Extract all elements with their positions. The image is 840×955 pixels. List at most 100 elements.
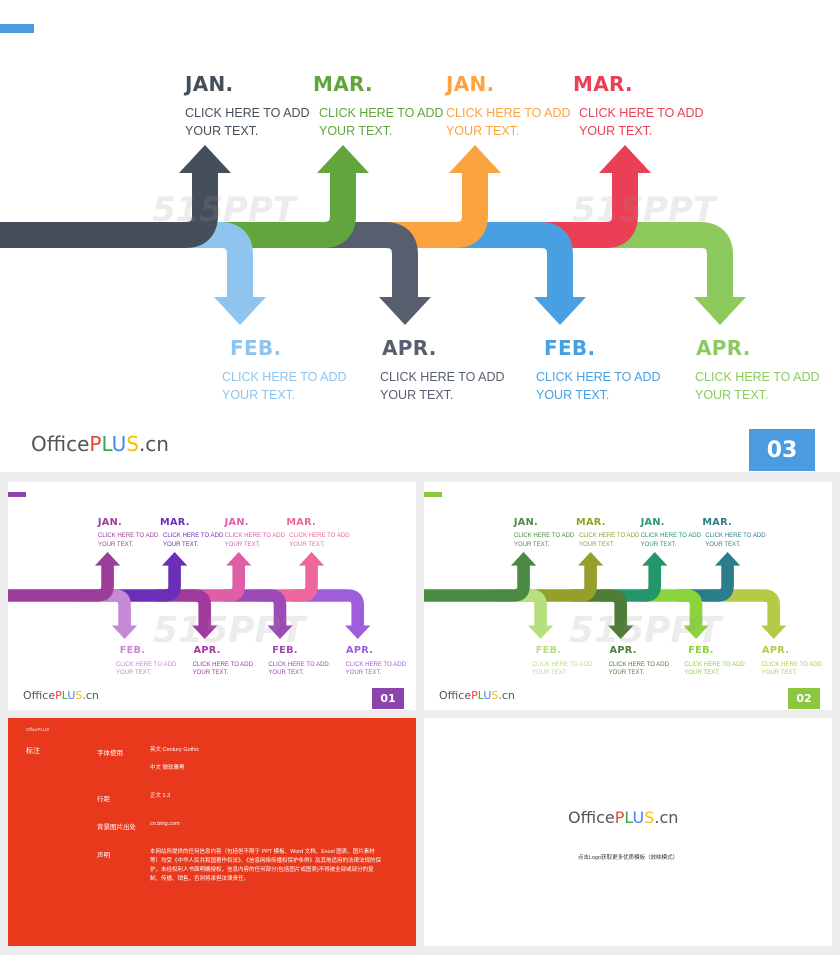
milestone-text[interactable]: CLICK HERE TO ADD: [578, 533, 640, 540]
milestone-label: MAR.: [286, 516, 317, 528]
milestone-label: MAR.: [576, 516, 606, 528]
milestone-text[interactable]: CLICK HERE TO ADD: [446, 106, 571, 120]
milestone-label: FEB.: [535, 645, 562, 657]
milestone-label: APR.: [346, 645, 374, 657]
officeplus-logo[interactable]: OfficePLUS.cn: [31, 432, 169, 456]
milestone-label: JAN.: [513, 516, 538, 528]
milestone-text[interactable]: CLICK HERE TO ADD: [345, 661, 406, 668]
timeline-arrow: [585, 222, 746, 325]
milestone-text[interactable]: YOUR TEXT.: [531, 670, 568, 677]
watermark: 515PPT: [152, 190, 297, 230]
milestone-label: FEB.: [119, 645, 146, 657]
timeline-arrow: [520, 145, 651, 248]
timeline-arrow: [445, 222, 586, 325]
milestone-text[interactable]: CLICK HERE TO ADD: [162, 533, 224, 540]
milestone-text[interactable]: YOUR TEXT.: [115, 670, 152, 677]
milestone-label: FEB.: [544, 336, 596, 360]
timeline-arrow: [708, 589, 787, 639]
milestone-label: JAN.: [185, 72, 234, 96]
timeline-graphic: [8, 552, 371, 639]
milestone-text[interactable]: YOUR TEXT.: [579, 124, 653, 138]
end-slide[interactable]: OfficePLUS.cn 点击Logo获取更多优质模板（放映模式）: [424, 718, 832, 946]
milestone-text[interactable]: YOUR TEXT.: [536, 388, 610, 402]
milestone-text[interactable]: YOUR TEXT.: [705, 542, 741, 549]
notes-slide[interactable]: OfficePLUS 标注 字体使用 英文 Century Gothic 中文 …: [8, 718, 416, 946]
milestone-text[interactable]: YOUR TEXT.: [640, 542, 677, 549]
timeline-arrow: [8, 552, 121, 602]
milestone-text[interactable]: CLICK HERE TO ADD: [380, 370, 505, 384]
timeline-arrow: [105, 552, 188, 602]
milestone-text[interactable]: CLICK HERE TO ADD: [705, 533, 766, 540]
timeline-arrow: [200, 145, 369, 248]
milestone-text[interactable]: YOUR TEXT.: [695, 388, 769, 402]
timeline-arrow: [494, 589, 554, 639]
milestone-text[interactable]: YOUR TEXT.: [268, 670, 304, 677]
milestone-text[interactable]: CLICK HERE TO ADD: [761, 661, 822, 668]
milestone-text[interactable]: YOUR TEXT.: [162, 542, 199, 549]
timeline-arrow: [292, 589, 371, 639]
timeline-arrow: [365, 145, 501, 248]
notes-key-disclaimer: 声明: [97, 852, 110, 859]
officeplus-logo[interactable]: OfficePLUS.cn: [23, 689, 99, 702]
top-accent-bar: [0, 24, 34, 33]
milestone-text[interactable]: CLICK HERE TO ADD: [531, 661, 593, 668]
milestone-text[interactable]: YOUR TEXT.: [761, 670, 798, 677]
milestone-text[interactable]: YOUR TEXT.: [446, 124, 520, 138]
milestone-label: JAN.: [224, 516, 249, 528]
milestone-text[interactable]: YOUR TEXT.: [192, 670, 229, 677]
top-accent-bar: [8, 492, 26, 497]
milestone-text[interactable]: CLICK HERE TO ADD: [695, 370, 820, 384]
milestone-label: JAN.: [446, 72, 495, 96]
milestone-text[interactable]: CLICK HERE TO ADD: [608, 661, 669, 668]
milestone-label: APR.: [609, 645, 637, 657]
timeline-arrow: [571, 589, 634, 639]
milestone-text[interactable]: YOUR TEXT.: [513, 542, 550, 549]
milestone-text[interactable]: YOUR TEXT.: [185, 124, 259, 138]
milestone-text[interactable]: CLICK HERE TO ADD: [222, 370, 347, 384]
milestone-text[interactable]: CLICK HERE TO ADD: [192, 661, 253, 668]
timeline-graphic: [0, 145, 746, 325]
milestone-label: MAR.: [702, 516, 733, 528]
milestone-text[interactable]: YOUR TEXT.: [345, 670, 382, 677]
milestone-text[interactable]: CLICK HERE TO ADD: [513, 533, 575, 540]
timeline-arrow: [424, 552, 537, 602]
milestone-label: FEB.: [272, 645, 298, 657]
milestone-text[interactable]: YOUR TEXT.: [380, 388, 454, 402]
milestone-text[interactable]: CLICK HERE TO ADD: [268, 661, 329, 668]
milestone-text[interactable]: CLICK HERE TO ADD: [224, 533, 286, 540]
milestone-text[interactable]: CLICK HERE TO ADD: [579, 106, 704, 120]
notes-header: OfficePLUS: [26, 727, 50, 732]
milestone-text[interactable]: YOUR TEXT.: [578, 542, 615, 549]
milestone-text[interactable]: CLICK HERE TO ADD: [536, 370, 661, 384]
timeline-arrow: [260, 552, 325, 602]
milestone-text[interactable]: YOUR TEXT.: [684, 670, 720, 677]
milestone-text[interactable]: YOUR TEXT.: [319, 124, 393, 138]
timeline-arrow: [155, 589, 218, 639]
page-number: 03: [749, 429, 815, 471]
slide-thumbnail-02[interactable]: 515PPT OfficePLUS.cn 02 JAN.CLICK HERE T…: [424, 482, 832, 710]
milestone-text[interactable]: CLICK HERE TO ADD: [684, 661, 745, 668]
slide-thumbnail-01[interactable]: 515PPT OfficePLUS.cn 01 JAN.CLICK HERE T…: [8, 482, 416, 710]
milestone-text[interactable]: CLICK HERE TO ADD: [185, 106, 310, 120]
milestone-text[interactable]: YOUR TEXT.: [224, 542, 261, 549]
timeline-arrow: [303, 222, 431, 325]
notes-value-disclaimer: 本网站所提供的任何信息内容（包括但不限于 PPT 模板、Word 文档、Exce…: [150, 849, 382, 882]
milestone-text[interactable]: CLICK HERE TO ADD: [640, 533, 702, 540]
officeplus-logo[interactable]: OfficePLUS.cn: [568, 808, 679, 827]
slide-main: 515PPT 515PPT OfficePLUS.cn 03 JAN.CLICK…: [0, 0, 840, 472]
watermark: 515PPT: [569, 610, 722, 651]
milestone-text[interactable]: CLICK HERE TO ADD: [319, 106, 444, 120]
milestone-label: FEB.: [230, 336, 282, 360]
milestone-text[interactable]: CLICK HERE TO ADD: [115, 661, 177, 668]
milestone-text[interactable]: YOUR TEXT.: [222, 388, 296, 402]
milestone-text[interactable]: YOUR TEXT.: [97, 542, 134, 549]
milestone-text[interactable]: CLICK HERE TO ADD: [289, 533, 350, 540]
timeline-arrow: [224, 589, 293, 639]
milestone-text[interactable]: YOUR TEXT.: [289, 542, 325, 549]
notes-key-background-source: 背景图片出处: [97, 824, 136, 831]
milestone-text[interactable]: CLICK HERE TO ADD: [97, 533, 159, 540]
timeline-arrow: [185, 552, 252, 602]
milestone-text[interactable]: YOUR TEXT.: [608, 670, 645, 677]
officeplus-logo[interactable]: OfficePLUS.cn: [439, 689, 515, 702]
timeline-arrow: [78, 589, 138, 639]
